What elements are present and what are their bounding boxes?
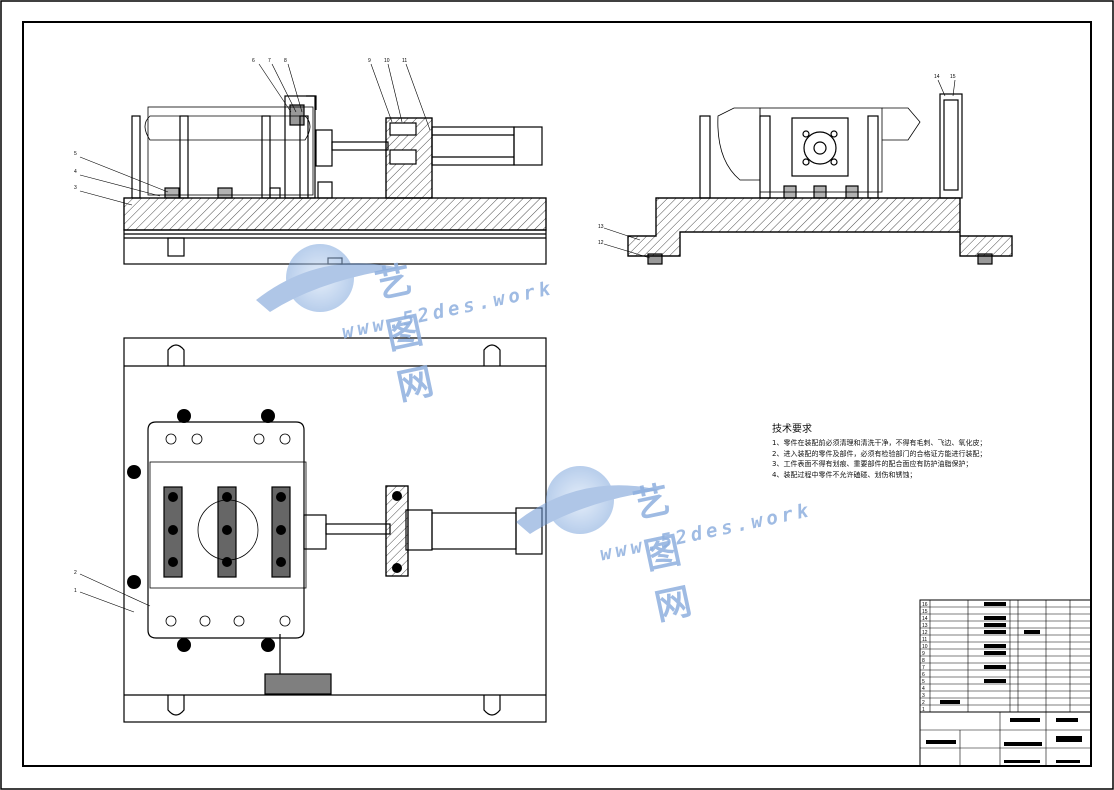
- plan-view: [123, 337, 547, 723]
- svg-text:9: 9: [922, 651, 925, 657]
- svg-text:2: 2: [922, 700, 925, 706]
- svg-text:11: 11: [922, 637, 927, 643]
- svg-text:1: 1: [922, 707, 925, 713]
- balloon-6: 6: [252, 58, 255, 64]
- balloon-1: 1: [74, 588, 77, 594]
- svg-text:7: 7: [922, 665, 925, 671]
- balloon-9: 9: [368, 58, 371, 64]
- balloon-3: 3: [74, 185, 77, 191]
- bom-table: [919, 599, 1092, 767]
- plan-view-leaders: [79, 573, 151, 613]
- side-view: [627, 93, 1013, 265]
- svg-text:16: 16: [922, 602, 928, 608]
- tech-item: 3、工件表面不得有划痕、重要部件的配合面应有防护油脂保护；: [772, 460, 973, 468]
- balloon-14: 14: [934, 74, 940, 80]
- svg-text:15: 15: [922, 609, 928, 615]
- balloon-7: 7: [268, 58, 271, 64]
- svg-text:5: 5: [922, 679, 925, 685]
- bom-redactions: [926, 602, 1082, 763]
- plan-screws: [127, 409, 402, 652]
- svg-text:14: 14: [922, 616, 928, 622]
- part-balloons: 6 7 8 9 10 11 5 4 3 14 15 13 12 2 1: [74, 58, 956, 594]
- balloon-2: 2: [74, 570, 77, 576]
- balloon-4: 4: [74, 169, 77, 175]
- plan-holes: [165, 433, 291, 627]
- svg-text:4: 4: [922, 686, 925, 692]
- tech-item: 1、零件在装配前必须清理和清洗干净，不得有毛刺、飞边、氧化皮；: [772, 439, 987, 447]
- balloon-12: 12: [598, 240, 604, 246]
- svg-text:8: 8: [922, 658, 925, 664]
- watermark-logo-1: [256, 244, 400, 312]
- side-view-leaders: [603, 79, 956, 259]
- balloon-13: 13: [598, 224, 604, 230]
- tech-title: 技术要求: [772, 424, 812, 435]
- front-view: [123, 95, 547, 265]
- watermark-logo-2: [516, 466, 660, 534]
- balloon-5: 5: [74, 151, 77, 157]
- tech-item: 4、装配过程中零件不允许磕碰、划伤和锈蚀；: [772, 470, 917, 479]
- svg-text:6: 6: [922, 672, 925, 678]
- svg-text:13: 13: [922, 623, 928, 629]
- front-view-leaders: [79, 63, 431, 206]
- technical-requirements: 技术要求 1、零件在装配前必须清理和清洗干净，不得有毛刺、飞边、氧化皮； 2、进…: [772, 423, 986, 480]
- bom-row-numbers: 16 15 14 13 12 11 10 9 8 7 6 5 4 3 2 1: [922, 602, 928, 713]
- svg-text:12: 12: [922, 630, 928, 636]
- balloon-11: 11: [402, 58, 407, 64]
- balloon-10: 10: [384, 58, 390, 64]
- svg-text:10: 10: [922, 644, 928, 650]
- balloon-8: 8: [284, 58, 287, 64]
- svg-text:3: 3: [922, 693, 925, 699]
- balloon-15: 15: [950, 74, 956, 80]
- tech-item: 2、进入装配的零件及部件，必须有检验部门的合格证方能进行装配；: [772, 449, 987, 458]
